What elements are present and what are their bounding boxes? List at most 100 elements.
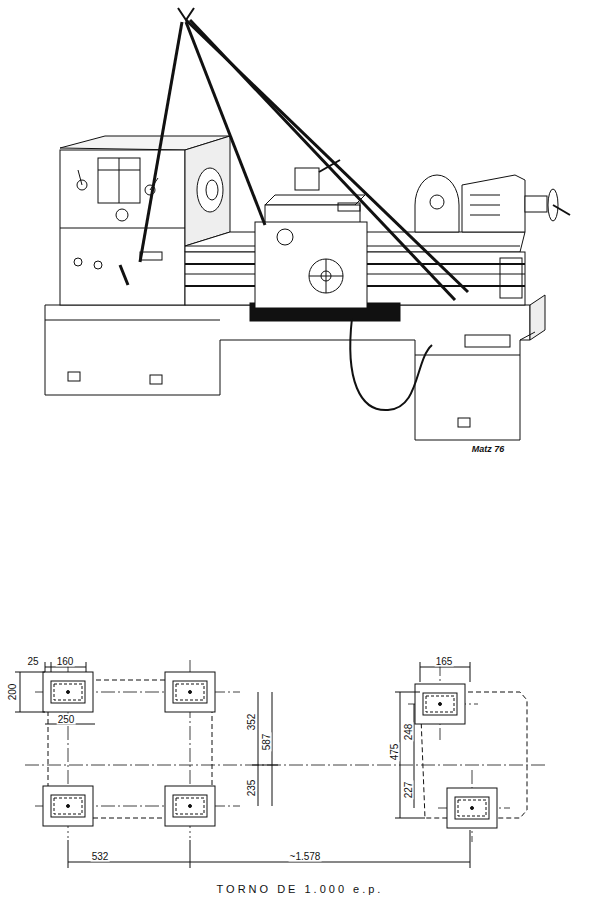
dimension-label: 475 (389, 743, 400, 762)
drawing-stroke (176, 684, 204, 700)
artist-signature: Matz 76 (471, 444, 506, 455)
drawing-stroke (68, 840, 69, 868)
drawing-stroke (140, 20, 468, 300)
caption: TORNO DE 1.000 e.p. (217, 883, 384, 895)
drawing-stroke (51, 795, 85, 817)
drawing-stroke (43, 672, 497, 828)
drawing-stroke (68, 372, 80, 381)
drawing-stroke (178, 8, 194, 20)
drawing-stroke (309, 276, 343, 277)
foundation-pad (43, 672, 93, 712)
foundation-pad (447, 788, 497, 828)
drawing-stroke (350, 318, 432, 410)
drawing-stroke (25, 660, 545, 842)
drawing-stroke (140, 252, 162, 260)
drawing-stroke (458, 800, 486, 816)
drawing-stroke (186, 22, 265, 225)
drawing-stroke (189, 805, 192, 808)
drawing-stroke (51, 681, 85, 703)
drawing-stroke (119, 158, 120, 203)
drawing-stroke (190, 840, 191, 868)
foundation-plan (15, 660, 545, 868)
drawing-stroke (45, 320, 220, 321)
drawing-stroke (45, 662, 46, 672)
drawing-stroke (51, 662, 52, 672)
dimension-label: 160 (56, 656, 75, 667)
drawing-stroke (43, 672, 93, 712)
drawing-stroke (447, 788, 497, 828)
foundation-pad (415, 684, 465, 724)
drawing-stroke (54, 684, 82, 700)
drawing-stroke (470, 662, 471, 682)
dimension-label: 235 (246, 779, 257, 798)
dimension-label: 200 (7, 683, 18, 702)
drawing-stroke (67, 805, 70, 808)
drawing-stroke (48, 680, 527, 818)
drawing-stroke (189, 691, 192, 694)
drawing-stroke (520, 332, 535, 340)
drawing-stroke (140, 22, 182, 262)
foundation-pad (43, 786, 93, 826)
drawing-stroke (45, 305, 530, 440)
drawing-stroke (465, 335, 510, 347)
drawing-stroke (430, 195, 444, 209)
drawing-stroke (173, 681, 207, 703)
drawing-stroke (60, 228, 185, 229)
drawing-stroke (173, 795, 207, 817)
drawing-stroke (252, 765, 278, 766)
drawing-stroke (165, 786, 215, 826)
drawing-stroke (165, 672, 215, 712)
drawing-stroke (43, 786, 93, 826)
drawing-stroke (94, 261, 102, 269)
drawing-stroke (295, 168, 319, 190)
drawing-stroke (338, 203, 360, 211)
drawing-stroke (462, 175, 525, 232)
drawing-stroke (395, 818, 425, 819)
drawing-stroke (60, 150, 185, 305)
dimension-label: 250 (57, 714, 76, 725)
drawing-stroke (116, 209, 128, 221)
drawing-stroke (190, 20, 455, 300)
drawing-stroke (470, 215, 500, 216)
dimension-label: 352 (246, 713, 257, 732)
dimension-label: 25 (26, 656, 39, 667)
dimension-label: 165 (435, 656, 454, 667)
drawing-stroke (414, 704, 415, 808)
dimension-label: 587 (261, 733, 272, 752)
dimension-label: ~1.578 (289, 851, 322, 862)
drawing-stroke (470, 830, 471, 868)
foundation-pad (165, 672, 215, 712)
drawing-stroke (54, 798, 82, 814)
drawing-stroke (20, 672, 21, 712)
drawing-stroke (525, 196, 547, 212)
drawing-stroke (150, 375, 162, 384)
drawing-stroke (500, 258, 522, 298)
drawing-stroke (423, 693, 457, 715)
drawing-stroke (74, 258, 82, 266)
drawing-stroke (455, 797, 489, 819)
drawing-stroke (197, 168, 223, 212)
drawing-stroke (415, 684, 465, 724)
drawing-stroke (415, 355, 520, 356)
drawing-stroke (86, 662, 87, 672)
drawing-stroke (25, 765, 545, 766)
drawing-stroke (470, 205, 500, 206)
drawing-stroke (553, 205, 570, 215)
drawing-stroke (176, 798, 204, 814)
drawing-stroke (265, 205, 360, 223)
drawing-stroke (395, 692, 420, 693)
drawing-stroke (185, 136, 230, 246)
drawing-stroke (15, 712, 45, 713)
dimension-label: 227 (403, 781, 414, 800)
drawing-stroke (277, 229, 293, 245)
drawing-stroke (67, 691, 70, 694)
dimension-label: 248 (403, 723, 414, 742)
drawing-stroke (309, 259, 343, 293)
drawing-stroke (426, 696, 454, 712)
drawing-stroke (255, 222, 367, 308)
drawing-stroke (400, 692, 401, 818)
drawing-stroke (68, 862, 470, 863)
drawing-stroke (15, 672, 45, 673)
